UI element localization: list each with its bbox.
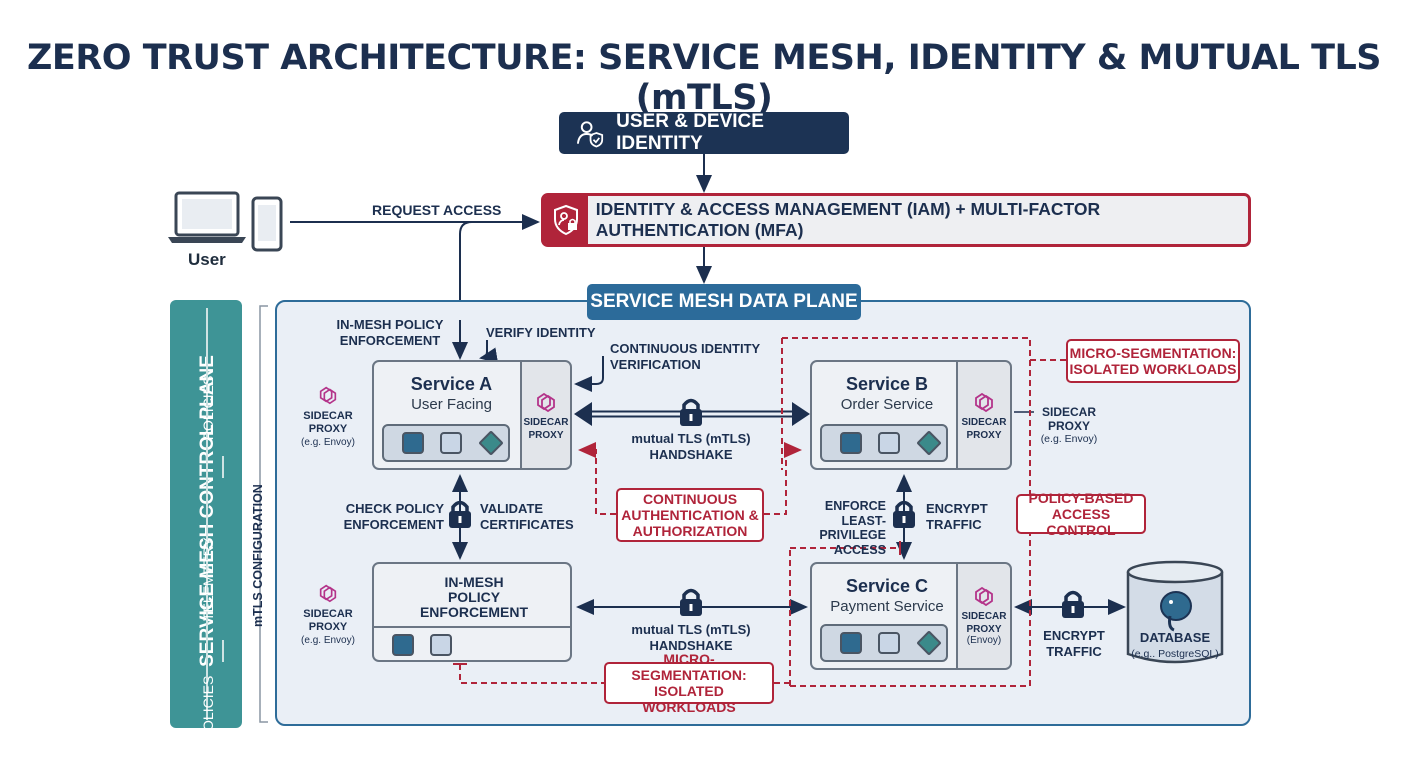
service-c-sidecar: SIDECAR PROXY (Envoy) bbox=[956, 564, 1010, 668]
mtls-handshake-top-label: mutual TLS (mTLS) HANDSHAKE bbox=[631, 431, 751, 462]
shield-lock-icon bbox=[544, 196, 588, 244]
sidecar-left-1-sub: (e.g. Envoy) bbox=[301, 437, 355, 448]
service-c-workloads bbox=[820, 624, 948, 662]
service-a-sidecar: SIDECAR PROXY bbox=[520, 362, 570, 468]
validate-certificates-label: VALIDATE CERTIFICATES bbox=[480, 501, 574, 532]
iam-box: IDENTITY & ACCESS MANAGEMENT (IAM) + MUL… bbox=[541, 193, 1251, 247]
laptop-icon bbox=[168, 191, 246, 243]
database-label: DATABASE bbox=[1139, 630, 1211, 645]
request-access-label: REQUEST ACCESS bbox=[372, 202, 502, 218]
elephant-icon bbox=[1160, 591, 1192, 632]
data-plane-title: SERVICE MESH DATA PLANE bbox=[587, 284, 861, 320]
service-b-card: Service B Order Service SIDECAR PROXY bbox=[810, 360, 1012, 470]
workload-icon bbox=[878, 432, 900, 454]
sidecar-left-1-label: SIDECAR PROXY bbox=[303, 410, 353, 435]
continuous-auth-box: CONTINUOUS AUTHENTICATION & AUTHORIZATIO… bbox=[616, 488, 764, 542]
in-mesh-name-1: IN-MESH bbox=[444, 574, 504, 590]
sidecar-icon bbox=[975, 392, 993, 413]
continuous-identity-label: CONTINUOUS IDENTITY VERIFICATION bbox=[610, 341, 761, 372]
workload-icon bbox=[440, 432, 462, 454]
control-plane-panel: SERVICE MESH CONTROL PLANE POLICIES TELE… bbox=[170, 300, 242, 740]
in-mesh-enforcement-card: IN-MESH POLICY ENFORCEMENT bbox=[372, 562, 572, 662]
workload-icon bbox=[478, 430, 504, 456]
workload-icon bbox=[430, 634, 452, 656]
page-title: ZERO TRUST ARCHITECTURE: SERVICE MESH, I… bbox=[27, 38, 1381, 118]
lock-icon bbox=[1062, 590, 1084, 618]
micro-segmentation-bottom-box: MICRO-SEGMENTATION: ISOLATED WORKLOADS bbox=[604, 651, 774, 715]
service-c-proxy-label: SIDECAR PROXY bbox=[961, 611, 1007, 635]
lock-icon bbox=[449, 500, 471, 528]
service-b-proxy-label: SIDECAR PROXY bbox=[961, 417, 1007, 441]
service-b-sidecar: SIDECAR PROXY bbox=[956, 362, 1010, 468]
in-mesh-name-3: ENFORCEMENT bbox=[419, 604, 529, 620]
workload-icon bbox=[878, 632, 900, 654]
user-device-identity-label: USER & DEVICE IDENTITY bbox=[616, 111, 764, 154]
user-label: User bbox=[188, 250, 226, 269]
user-shield-icon bbox=[576, 121, 604, 148]
database-sub: (e.g.. PostgreSQL) bbox=[1131, 648, 1219, 660]
policy-based-access-box: POLICY-BASED ACCESS CONTROL bbox=[1016, 490, 1146, 538]
user-device-identity-box: USER & DEVICE IDENTITY bbox=[559, 111, 849, 154]
phone-icon bbox=[251, 196, 283, 252]
enforce-least-privilege-label: ENFORCE LEAST-PRIVILEGE ACCESS bbox=[819, 499, 886, 557]
lock-icon bbox=[893, 500, 915, 528]
sidecar-left-2-label: SIDECAR PROXY bbox=[303, 608, 353, 633]
service-a-proxy-label: SIDECAR PROXY bbox=[523, 417, 569, 441]
sidecar-icon bbox=[319, 386, 337, 405]
service-c-name: Service C bbox=[845, 576, 929, 596]
workload-icon bbox=[840, 432, 862, 454]
workload-icon bbox=[840, 632, 862, 654]
service-c-card: Service C Payment Service SIDECAR PROXY … bbox=[810, 562, 1012, 670]
service-a-workloads bbox=[382, 424, 510, 462]
workload-icon bbox=[392, 634, 414, 656]
service-a-card: Service A User Facing SIDECAR PROXY bbox=[372, 360, 572, 470]
service-c-sub: Payment Service bbox=[830, 598, 944, 615]
micro-segmentation-top-box: MICRO-SEGMENTATION: ISOLATED WORKLOADS bbox=[1066, 339, 1240, 383]
iam-label: IDENTITY & ACCESS MANAGEMENT (IAM) + MUL… bbox=[595, 199, 1101, 240]
encrypt-traffic-db-label: ENCRYPT TRAFFIC bbox=[1043, 628, 1105, 659]
service-b-name: Service B bbox=[845, 374, 929, 394]
workload-icon bbox=[402, 432, 424, 454]
sidecar-right-sub: (e.g. Envoy) bbox=[1040, 433, 1098, 445]
in-mesh-policy-label: IN-MESH POLICY ENFORCEMENT bbox=[336, 317, 444, 348]
lock-icon bbox=[680, 398, 702, 426]
workload-icon bbox=[916, 430, 942, 456]
sidecar-left-2-sub: (e.g. Envoy) bbox=[301, 635, 355, 646]
service-a-sub: User Facing bbox=[411, 396, 492, 413]
service-a-name: Service A bbox=[410, 374, 493, 394]
sidecar-icon bbox=[537, 392, 555, 413]
service-b-sub: Order Service bbox=[840, 396, 934, 413]
lock-icon bbox=[680, 588, 702, 616]
sidecar-right-label: SIDECAR PROXY bbox=[1041, 405, 1096, 433]
mtls-handshake-bottom-label: mutual TLS (mTLS) HANDSHAKE bbox=[631, 622, 751, 653]
verify-identity-label: VERIFY IDENTITY bbox=[486, 325, 596, 340]
service-b-workloads bbox=[820, 424, 948, 462]
database-icon bbox=[1126, 560, 1224, 664]
sidecar-icon bbox=[319, 584, 337, 603]
service-c-proxy-sub: (Envoy) bbox=[966, 635, 1002, 646]
check-policy-label: CHECK POLICY ENFORCEMENT bbox=[343, 501, 444, 532]
workload-icon bbox=[916, 630, 942, 656]
sidecar-icon bbox=[975, 586, 993, 607]
encrypt-traffic-label: ENCRYPT TRAFFIC bbox=[926, 501, 988, 532]
in-mesh-name-2: POLICY bbox=[447, 589, 501, 605]
